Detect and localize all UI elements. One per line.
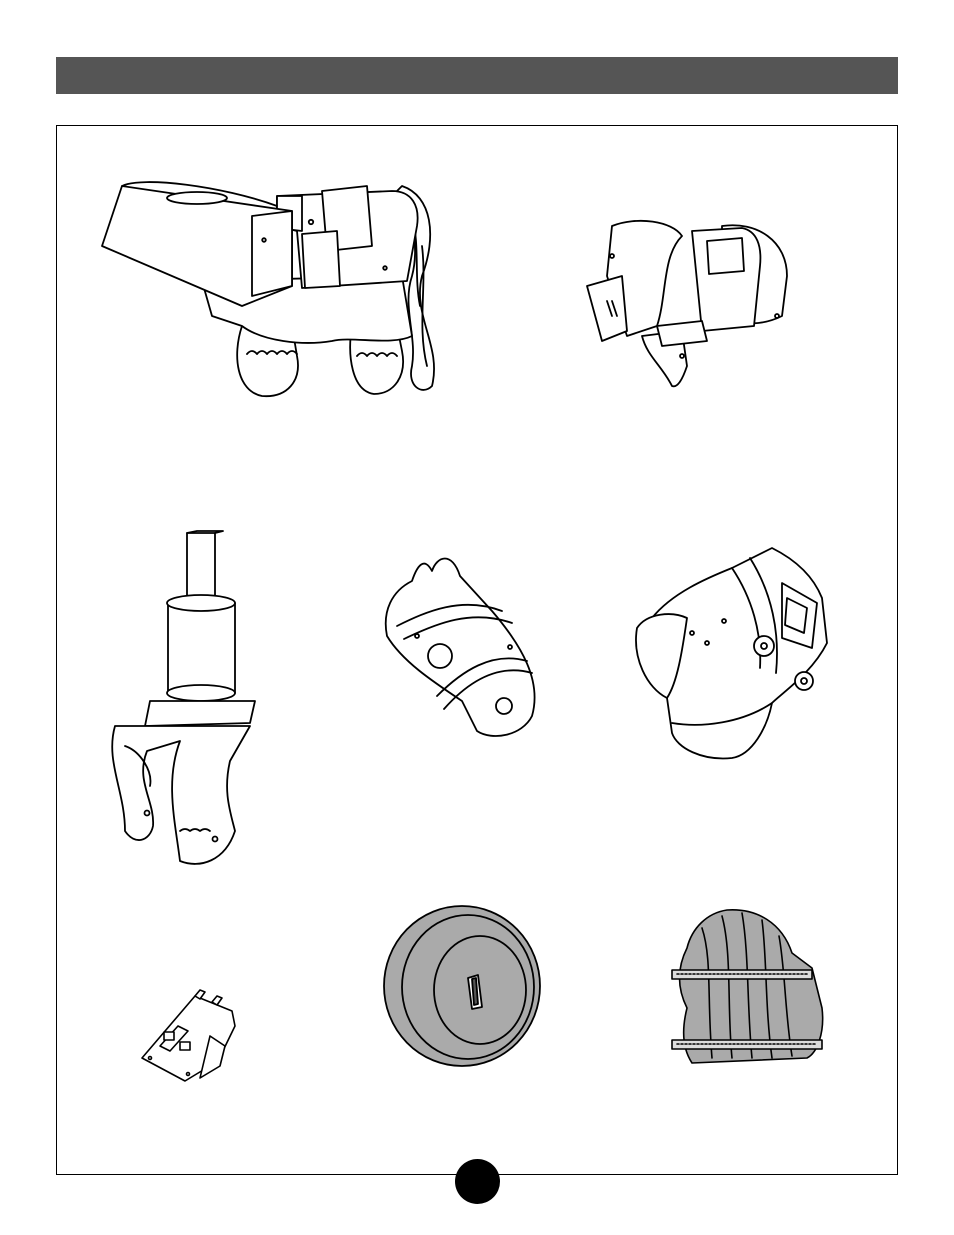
part-small-bracket	[140, 986, 240, 1086]
leg-section-drawing	[382, 551, 542, 741]
page-number-badge	[455, 1159, 500, 1204]
body-side-panels-drawing	[582, 216, 792, 391]
part-pony-head-assembly	[632, 543, 832, 761]
wheel-drawing	[382, 904, 542, 1069]
parts-frame	[56, 125, 898, 1175]
header-bar	[56, 57, 898, 94]
spring-post-leg-assembly-drawing	[105, 531, 255, 866]
part-tail-bundle	[667, 908, 837, 1068]
part-pony-body-with-seat	[102, 176, 452, 406]
part-leg-section	[382, 551, 542, 741]
part-spring-post-leg-assembly	[105, 531, 255, 866]
tail-bundle-drawing	[667, 908, 837, 1068]
pony-body-with-seat-drawing	[102, 176, 452, 406]
part-wheel	[382, 904, 542, 1069]
header-title	[56, 64, 68, 86]
part-body-side-panels	[582, 216, 792, 391]
small-bracket-drawing	[140, 986, 240, 1086]
pony-head-assembly-drawing	[632, 543, 832, 761]
